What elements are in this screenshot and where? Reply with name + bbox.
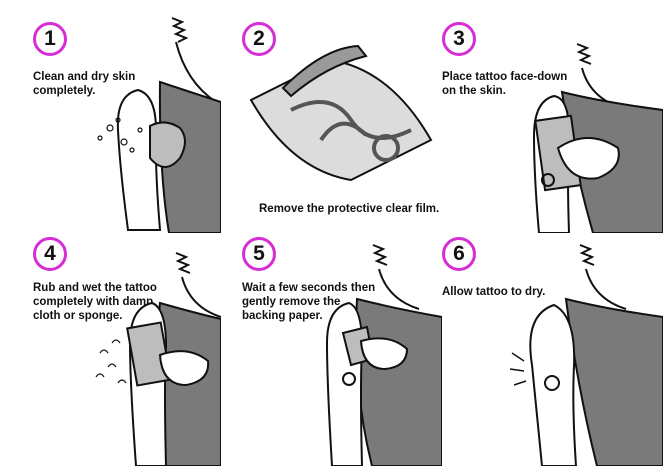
hair-tuft <box>171 17 189 43</box>
step-5-illustration <box>325 244 442 466</box>
shirt-torso <box>355 297 442 466</box>
tattoo-swirl <box>342 372 356 386</box>
tattoo-swirl <box>541 173 555 187</box>
neck <box>585 268 627 310</box>
step-2-panel: 2 Remove the protective clear film. <box>221 0 442 233</box>
pressing-hand <box>556 137 620 180</box>
step-3-panel: 3 Place tattoo face-down on the skin. <box>442 0 663 233</box>
step-4-panel: 4 Rub and wet the tattoo completely with… <box>0 233 221 466</box>
flexed-arm <box>529 303 578 466</box>
rubbing-hand <box>158 350 210 387</box>
hair-tuft <box>579 244 595 266</box>
step-1-illustration <box>97 17 221 233</box>
step-6-caption: Allow tattoo to dry. <box>442 286 546 298</box>
step-5-caption: Wait a few seconds then gently remove th… <box>242 282 376 322</box>
step-1-caption: Clean and dry skin completely. <box>33 71 136 97</box>
shirt-torso <box>564 297 663 466</box>
step-1-number-badge: 1 <box>33 22 67 56</box>
step-4-illustration <box>95 252 221 466</box>
peeling-film <box>281 44 368 98</box>
step-5-number-badge: 5 <box>242 237 276 271</box>
step-6-panel: 6 Allow tattoo to dry. <box>442 233 663 466</box>
step-2-number-badge: 2 <box>242 22 276 56</box>
backing-paper <box>249 58 433 182</box>
hair-tuft <box>372 244 388 266</box>
neck <box>378 268 420 310</box>
step-4-number-badge: 4 <box>33 237 67 271</box>
water-splash <box>95 339 127 384</box>
step-3-illustration <box>532 43 663 233</box>
step-3-caption: Place tattoo face-down on the skin. <box>442 71 568 97</box>
upper-arm <box>116 88 162 231</box>
step-4-caption: Rub and wet the tattoo completely with d… <box>33 282 157 322</box>
step-3-number-badge: 3 <box>442 22 476 56</box>
motion-lines <box>509 352 527 386</box>
hair-tuft <box>576 43 592 65</box>
upper-arm <box>325 301 364 466</box>
neck <box>181 276 221 318</box>
tattoo-swirl <box>544 375 560 391</box>
step-1-panel: 1 Clean and dry skin completely. <box>0 0 221 233</box>
tribal-tattoo-design <box>290 100 412 162</box>
hand-cloth <box>149 121 186 168</box>
step-6-illustration <box>509 244 663 466</box>
step-6-number-badge: 6 <box>442 237 476 271</box>
step-2-illustration <box>249 44 433 182</box>
step-2-caption: Remove the protective clear film. <box>259 203 440 215</box>
hair-tuft <box>175 252 191 274</box>
water-droplets <box>97 117 143 153</box>
peeling-hand <box>359 337 409 371</box>
step-5-panel: 5 Wait a few seconds then gently remove … <box>221 233 442 466</box>
damp-sponge <box>126 321 172 387</box>
